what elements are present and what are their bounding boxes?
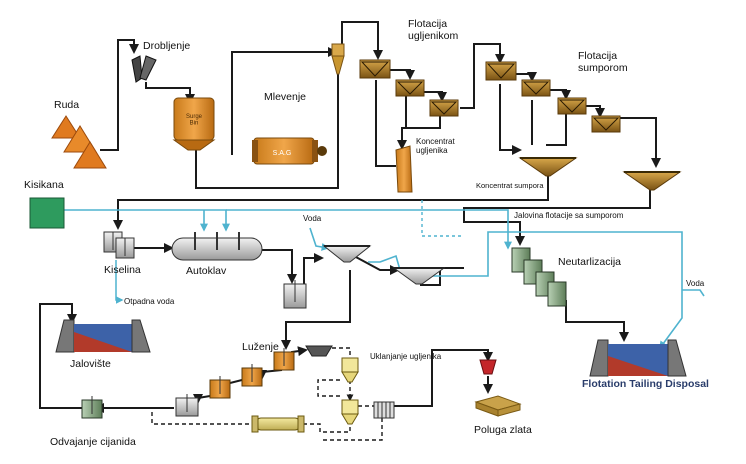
label-kisikana: Kisikana xyxy=(24,179,64,191)
acid-tanks xyxy=(103,231,135,259)
label-jaloviste: Jalovište xyxy=(70,358,111,370)
dashed-lines xyxy=(151,347,383,441)
neutralization-tanks xyxy=(511,247,567,307)
sag-mill: S.A.G xyxy=(252,137,327,165)
label-voda-right: Voda xyxy=(686,279,705,288)
autoclave xyxy=(171,232,263,261)
flotation-cell xyxy=(521,79,551,97)
cyclone xyxy=(331,43,345,75)
ore-piles xyxy=(51,115,107,169)
label-uklanjanje-ugljenika: Uklanjanje ugljenika xyxy=(370,352,442,361)
label-flotation-tailing-disposal: Flotation Tailing Disposal xyxy=(582,378,709,390)
flotation-cell xyxy=(557,97,587,115)
electrowinning-cell xyxy=(373,401,395,419)
label-ruda: Ruda xyxy=(54,99,80,111)
label-luzenje: Luženje xyxy=(242,341,279,353)
water-pipes xyxy=(64,209,705,350)
flotation-cell xyxy=(359,59,391,79)
label-flotacija-ugljenikom: Flotacija ugljenikom xyxy=(408,18,459,43)
tailing-thickener xyxy=(622,171,682,191)
leaching-tanks xyxy=(175,348,295,417)
flotation-tailing-disposal xyxy=(589,339,687,377)
gold-bars xyxy=(474,395,522,417)
smelting-furnace xyxy=(479,359,497,375)
label-jalovina-flotacije: Jalovina flotacije sa sumporom xyxy=(514,211,624,220)
label-otpadna-voda: Otpadna voda xyxy=(124,297,175,306)
label-drobljenje: Drobljenje xyxy=(143,40,191,52)
ccd-thickeners xyxy=(322,245,446,285)
label-autoklav: Autoklav xyxy=(186,265,227,277)
flotation-cell xyxy=(395,79,425,97)
label-kiselina: Kiselina xyxy=(104,264,141,276)
crusher xyxy=(131,55,157,83)
cooling-tank xyxy=(283,280,307,309)
carbon-concentrate-column xyxy=(395,145,413,193)
flotation-cell xyxy=(591,115,621,133)
label-neutralizacija: Neutarlizacija xyxy=(558,256,622,268)
flotation-cells-carbon xyxy=(359,59,459,117)
cyanide-tank xyxy=(81,396,103,419)
label-mlevenje: Mlevenje xyxy=(264,91,307,103)
label-flotacija-sumporom: Flotacija sumporom xyxy=(578,50,628,75)
carbon-screen xyxy=(305,345,333,357)
label-koncentrat-ugljenika: Koncentrat ugljenika xyxy=(416,137,455,156)
jaloviste-pond xyxy=(55,319,151,353)
flotation-cell xyxy=(429,99,459,117)
kisikana-plant xyxy=(29,197,65,229)
label-koncentrat-sumpora: Koncentrat sumpora xyxy=(476,181,544,190)
kiln-tube xyxy=(251,415,305,433)
carbon-removal-columns xyxy=(341,357,359,425)
process-pipes xyxy=(39,21,661,413)
label-poluga-zlata: Poluga zlata xyxy=(474,424,532,436)
flotation-cell xyxy=(485,61,517,81)
label-voda-top: Voda xyxy=(303,214,322,223)
sulphur-concentrate-thickener xyxy=(518,157,578,177)
label-odvajanje-cijanida: Odvajanje cijanida xyxy=(50,436,136,448)
sag-label: S.A.G xyxy=(273,150,292,157)
flotation-cells-sulphur xyxy=(485,61,621,133)
